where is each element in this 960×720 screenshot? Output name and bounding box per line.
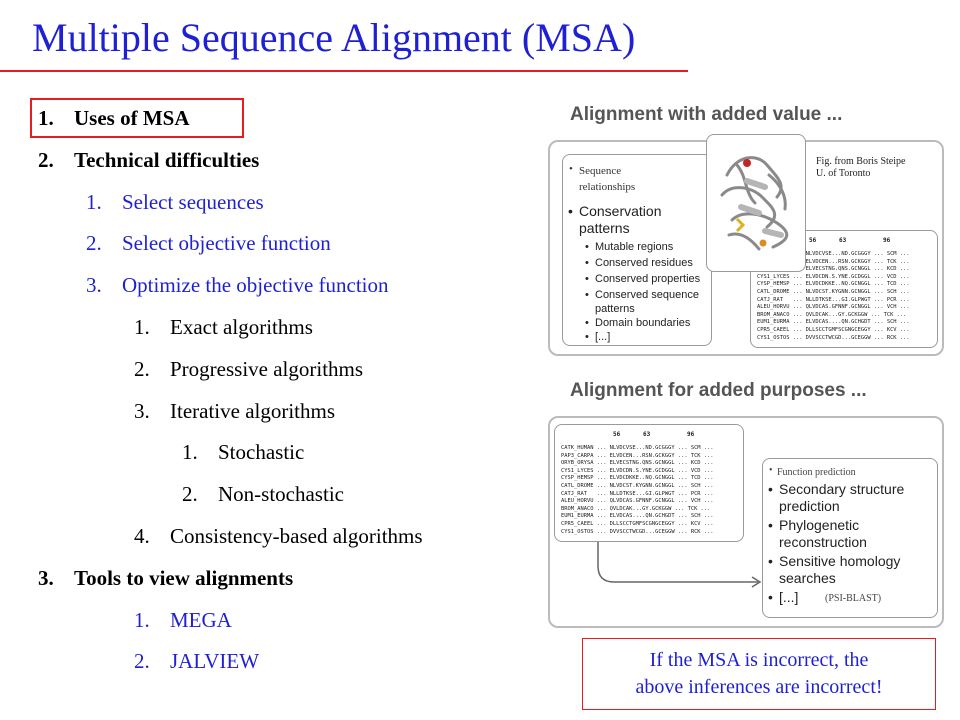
outline-item-text: Uses of MSA [74, 106, 190, 130]
alignment-ruler: 56 63 96 [561, 431, 737, 445]
title-divider [0, 70, 688, 72]
outline-number: 2. [38, 147, 54, 172]
outline-number: 1. [134, 607, 150, 632]
ruler-tick-label: 56 [613, 431, 621, 438]
highlight-box [30, 98, 244, 138]
outline-number: 1. [86, 189, 102, 214]
alignment-row: CATK_HUMAN ... NLVDCVSE...ND.GCGGGY ... … [561, 445, 714, 451]
outline-item-text: Iterative algorithms [170, 398, 336, 423]
outline-item-text: Non-stochastic [218, 482, 344, 507]
ruler-tick-label: 63 [839, 237, 847, 244]
outline-item-text: Stochastic [218, 440, 305, 465]
outline-number: 3. [134, 398, 150, 423]
outline-number: 1. [134, 315, 150, 339]
outline-number: 2. [134, 649, 150, 674]
outline-item-text: Optimize the objective function [122, 273, 389, 298]
alignment-row: ALEU_HORVU ... QLVDCAS.GFNNF.GCNGGL ... … [757, 304, 910, 311]
alignment-row: CATJ_RAT ... NLLDTKSE...GI.GLPWGT ... PC… [561, 490, 714, 497]
outline-item-text: MEGA [170, 607, 232, 632]
alignment-row: ORYB_ORYSA ... ELVECSTNG.QNS.GCNGGL ... … [561, 460, 714, 467]
alignment-row: CYS1_OSTOS ... DVVSCCTWCGD...GCEGGW ... … [561, 528, 714, 535]
callout-line-2: above inferences are incorrect! [635, 676, 883, 698]
outline-number: 3. [86, 273, 102, 298]
figure-credit: Fig. from Boris Steipe U. of Toronto [816, 156, 906, 179]
outline-number: 2. [86, 231, 102, 256]
ruler-tick-label: 96 [687, 431, 695, 438]
protein-structure-image [706, 134, 806, 272]
outline-number: 2. [182, 482, 198, 507]
protein-ribbon-icon [720, 156, 789, 251]
outline-number: 3. [38, 565, 54, 590]
alignment-row: CYSP_HEMSP ... ELVDCDKKE..NQ.GCNGGL ... … [757, 281, 910, 288]
alignment-row: CATL_DROME ... NLVDCST.KYGNN.GCNGGL ... … [561, 482, 714, 489]
outline-item-text: Consistency-based algorithms [170, 524, 423, 548]
alignment-row: CYSP_HEMSP ... ELVDCDKKE..NQ.GCNGGL ... … [561, 475, 714, 482]
alignment-row: CPR5_CAEEL ... DLLSCCTGMFSCGNGCEGGY ... … [757, 326, 910, 333]
outline-item-text: JALVIEW [170, 649, 260, 674]
outline-item-text: Tools to view alignments [74, 565, 294, 590]
alignment-row: EUM1_EURMA ... ELVDCAS....QN.GCHGDT ... … [561, 513, 714, 520]
alignment-row: BROM_ANACO ... QVLDCAK...GY.GCKGGW ... T… [757, 311, 907, 318]
alignment-row: CYS1_OSTOS ... DVVSCCTWCGD...GCEGGW ... … [757, 334, 910, 341]
bottom-bullet-box: • Function prediction • Secondary struct… [762, 458, 938, 618]
outline-item-text: Select objective function [122, 231, 331, 256]
ruler-tick-label: 96 [883, 237, 891, 244]
alignment-ruler: 56 63 96 [757, 237, 931, 251]
alignment-row: CYS1_LYCES ... ELVDCDN.S.YNE.GCDGGL ... … [561, 467, 714, 474]
outline-number: 4. [134, 524, 150, 548]
bullet-sequence-relationships: Sequence [579, 165, 622, 177]
callout-box: If the MSA is incorrect, the above infer… [582, 638, 936, 710]
outline-number: 1. [38, 106, 54, 130]
outline-number: 1. [182, 440, 198, 465]
outline-number: 2. [134, 356, 150, 381]
alignment-row: BROM_ANACO ... QVLDCAK...GY.GCKGGW ... T… [561, 505, 711, 512]
alignment-row: CATL_DROME ... NLVDCST.KYGNN.GCNGGL ... … [757, 288, 910, 295]
alignment-row: CYS1_LYCES ... ELVDCDN.S.YNE.GCDGGL ... … [757, 273, 910, 280]
bullet-function-prediction: Function prediction [777, 467, 856, 478]
bottom-panel-heading: Alignment for added purposes ... [570, 380, 867, 401]
bullet-conservation-patterns: Conservation [579, 203, 662, 219]
outline-item-text: Technical difficulties [74, 147, 260, 172]
top-bullet-box: • Sequence relationships • Conservation … [562, 154, 712, 346]
top-panel-heading: Alignment with added value ... [570, 104, 843, 125]
ruler-tick-label: 56 [809, 237, 817, 244]
callout-line-1: If the MSA is incorrect, the [649, 649, 869, 671]
alignment-row: EUM1_EURMA ... ELVDCAS....QN.GCHGDT ... … [757, 319, 910, 326]
outline-item-text: Exact algorithms [170, 315, 313, 339]
alignment-row: CPR5_CAEEL ... DLLSCCTGMFSCGNGCEGGY ... … [561, 520, 714, 527]
alignment-row: ALEU_HORVU ... QLVDCAS.GFNNF.GCNGGL ... … [561, 498, 714, 505]
ruler-tick-label: 63 [643, 431, 651, 438]
slide-title: Multiple Sequence Alignment (MSA) [32, 15, 636, 60]
alignment-row: CATJ_RAT ... NLLDTKSE...GI.GLPWGT ... PC… [757, 296, 910, 303]
alignment-row: PAP3_CARPA ... ELVDCEN...RSN.GCKGGY ... … [561, 452, 714, 459]
outline-item-text: Select sequences [122, 189, 264, 214]
outline-item-text: Progressive algorithms [170, 356, 364, 381]
